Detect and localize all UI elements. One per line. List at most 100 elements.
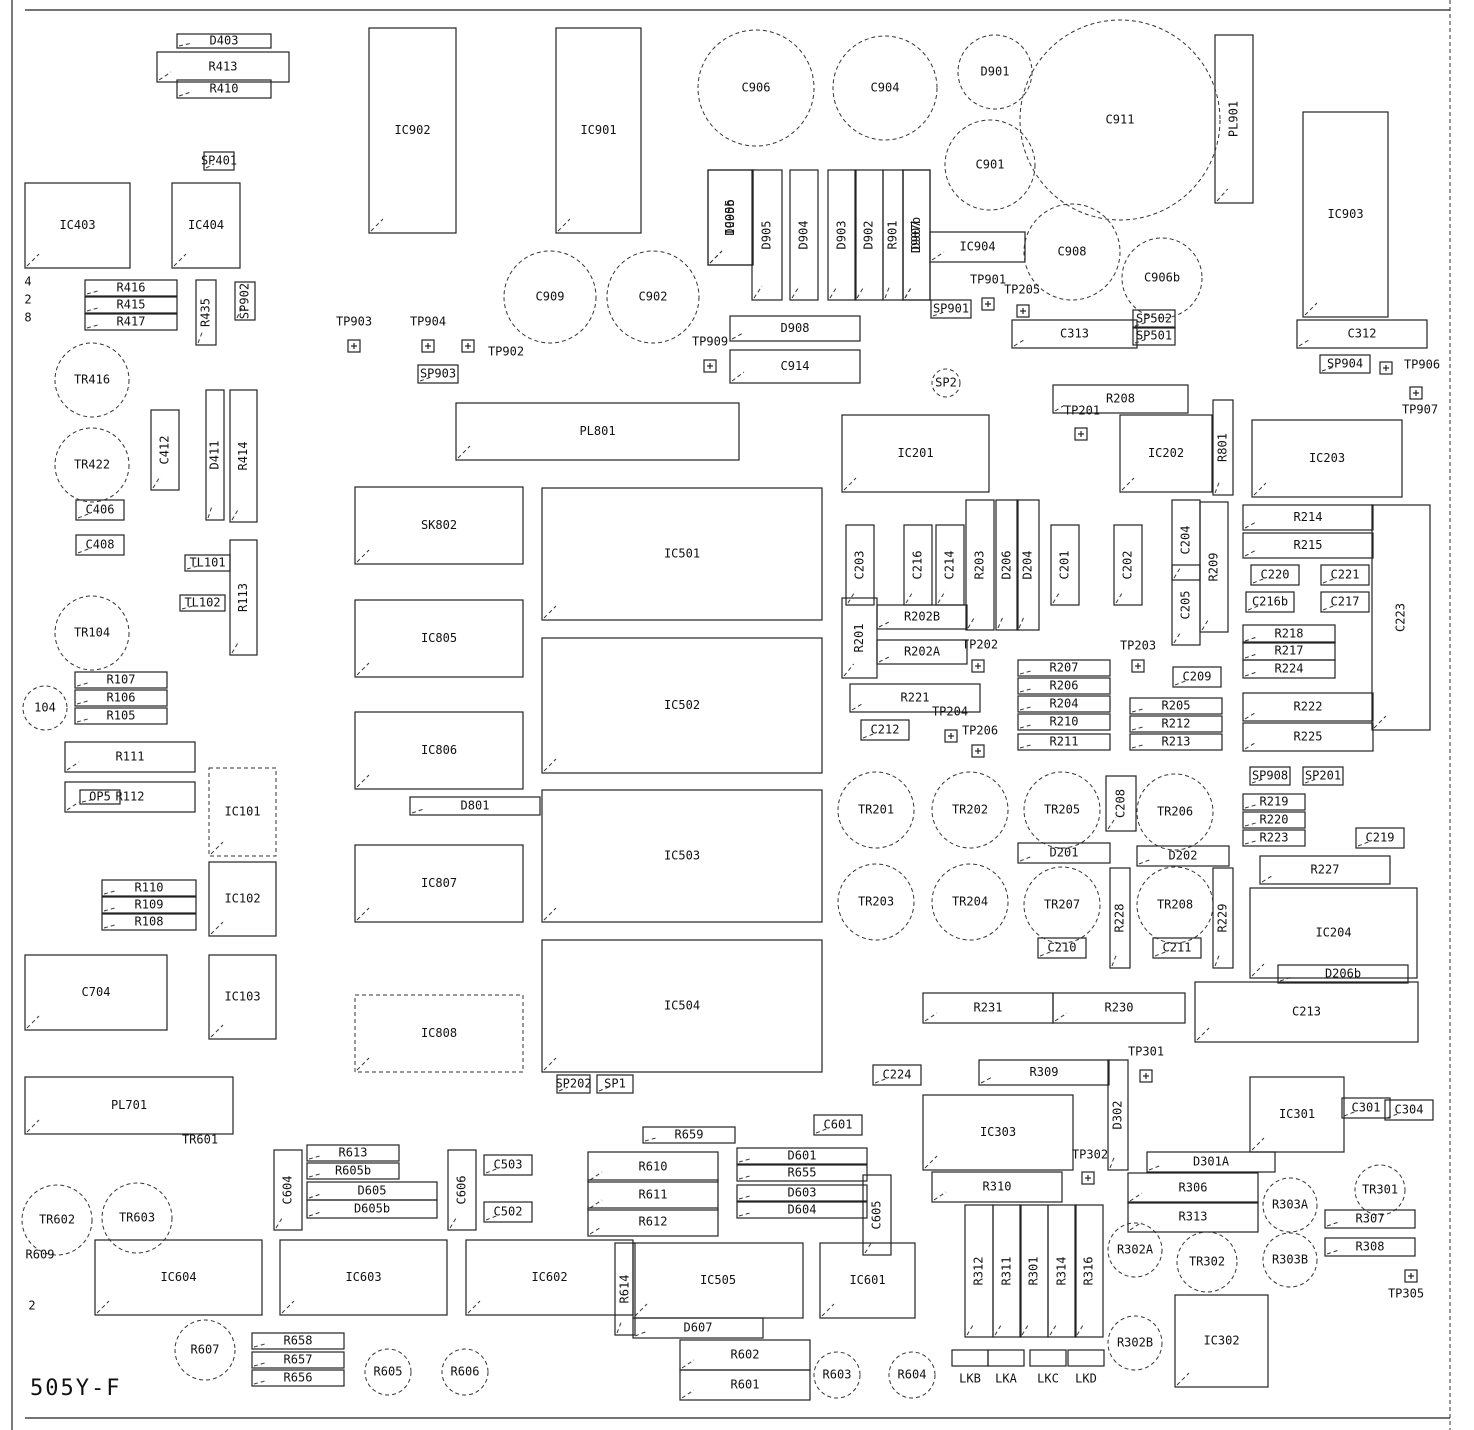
part-c217 bbox=[1320, 591, 1370, 613]
part-r303a bbox=[1262, 1177, 1318, 1233]
pin1-mark-r313 bbox=[1129, 1221, 1143, 1231]
label-ic806: IC806 bbox=[421, 743, 457, 757]
part-r604 bbox=[888, 1351, 936, 1399]
pin1-mark-ic806 bbox=[356, 774, 370, 788]
label-r106: R106 bbox=[107, 691, 136, 705]
part-tr207 bbox=[1023, 866, 1101, 944]
part-ic902 bbox=[368, 27, 457, 234]
pin1-mark-ic805 bbox=[356, 662, 370, 676]
pin1-mark-r312 bbox=[966, 1322, 975, 1336]
label-r206: R206 bbox=[1050, 679, 1079, 693]
pin1-mark-ic403 bbox=[26, 253, 40, 267]
label-r225: R225 bbox=[1294, 730, 1323, 744]
label-d202: D202 bbox=[1169, 849, 1198, 863]
pin1-mark-c301 bbox=[1343, 1110, 1357, 1117]
part-r302a bbox=[1107, 1222, 1163, 1278]
pin1-mark-r220 bbox=[1244, 822, 1258, 827]
label-c502: C502 bbox=[494, 1205, 523, 1219]
part-c209 bbox=[1172, 666, 1222, 688]
part-d603 bbox=[736, 1184, 868, 1202]
part-c219 bbox=[1355, 827, 1405, 849]
part-ic202 bbox=[1119, 414, 1213, 493]
pin1-mark-c220 bbox=[1252, 577, 1266, 584]
part-r107 bbox=[74, 671, 168, 689]
label-r310: R310 bbox=[983, 1180, 1012, 1194]
label-tp909: TP909 bbox=[692, 335, 728, 349]
label-misc-2: 2 bbox=[24, 293, 31, 307]
part-ic903 bbox=[1302, 111, 1389, 318]
pin1-mark-r655 bbox=[738, 1175, 752, 1180]
part-tr203 bbox=[837, 863, 915, 941]
label-r302b: R302B bbox=[1117, 1336, 1153, 1350]
label-r220: R220 bbox=[1260, 813, 1289, 827]
part-r605 bbox=[364, 1348, 412, 1396]
pin1-mark-sp501 bbox=[1134, 338, 1148, 344]
part-ic601 bbox=[819, 1242, 916, 1319]
label-d908: D908 bbox=[781, 321, 810, 335]
label-tr104: TR104 bbox=[74, 626, 110, 640]
label-tr207: TR207 bbox=[1044, 898, 1080, 912]
link-lkd bbox=[1067, 1349, 1105, 1367]
part-d903 bbox=[827, 169, 857, 301]
label-c911: C911 bbox=[1106, 113, 1135, 127]
part-d403 bbox=[176, 33, 272, 49]
label-sp903: SP903 bbox=[420, 367, 456, 381]
label-ic404: IC404 bbox=[188, 218, 224, 232]
label-d301a: D301A bbox=[1193, 1155, 1230, 1169]
pin1-mark-c312 bbox=[1298, 338, 1312, 347]
pin1-mark-r210 bbox=[1019, 724, 1033, 729]
label-c216b: C216b bbox=[1252, 595, 1288, 609]
pin1-mark-r221 bbox=[851, 702, 865, 711]
label-ic203: IC203 bbox=[1309, 451, 1345, 465]
part-sp904 bbox=[1319, 354, 1371, 374]
pin1-mark-c219 bbox=[1357, 840, 1371, 847]
label-lkb: LKB bbox=[959, 1372, 981, 1386]
part-sp902 bbox=[234, 281, 256, 321]
label-tp202: TP202 bbox=[962, 638, 998, 652]
label-r417: R417 bbox=[117, 315, 146, 329]
link-lkb bbox=[951, 1349, 989, 1367]
part-ic301 bbox=[1249, 1076, 1345, 1153]
pin1-mark-sp201 bbox=[1304, 778, 1317, 784]
pin1-mark-tl102 bbox=[181, 605, 195, 610]
part-r215 bbox=[1242, 532, 1374, 559]
pin1-mark-r113 bbox=[231, 640, 240, 654]
label-r217: R217 bbox=[1275, 644, 1304, 658]
label-c301: C301 bbox=[1352, 1101, 1381, 1115]
pin1-mark-c406 bbox=[77, 512, 91, 519]
pin1-mark-d604 bbox=[738, 1212, 752, 1217]
part-r435 bbox=[195, 279, 217, 346]
part-ic203 bbox=[1251, 419, 1403, 498]
pin1-mark-d603 bbox=[738, 1195, 752, 1200]
pin1-mark-d601 bbox=[738, 1158, 752, 1163]
label-tp907: TP907 bbox=[1402, 403, 1438, 417]
part-c213 bbox=[1194, 981, 1419, 1043]
part-c914 bbox=[729, 349, 861, 384]
part-c502 bbox=[483, 1201, 533, 1223]
label-d601: D601 bbox=[788, 1149, 817, 1163]
part-r218 bbox=[1242, 624, 1336, 644]
pin1-mark-sp908 bbox=[1251, 778, 1264, 784]
pin1-mark-ic203 bbox=[1253, 482, 1267, 496]
label-d605b: D605b bbox=[354, 1202, 390, 1216]
label-d206b: D206b bbox=[1325, 967, 1361, 981]
pin1-mark-r308 bbox=[1326, 1249, 1340, 1255]
label-r603: R603 bbox=[823, 1368, 852, 1382]
part-r223 bbox=[1242, 829, 1306, 847]
part-d201 bbox=[1017, 842, 1111, 864]
pin1-mark-ic201 bbox=[843, 477, 857, 491]
part-tr603 bbox=[101, 1182, 173, 1254]
part-d302 bbox=[1107, 1059, 1129, 1171]
label-r605b: R605b bbox=[335, 1164, 371, 1178]
part-d601 bbox=[736, 1147, 868, 1165]
label-c906: C906 bbox=[742, 81, 771, 95]
label-ic101: IC101 bbox=[224, 805, 260, 819]
part-d605b bbox=[306, 1199, 438, 1219]
part-r213 bbox=[1129, 733, 1223, 751]
part-d204 bbox=[1016, 499, 1040, 631]
part-r222 bbox=[1242, 692, 1374, 722]
pin1-mark-d905b bbox=[709, 250, 723, 264]
pin1-mark-r201 bbox=[843, 663, 855, 677]
pin1-mark-c704 bbox=[26, 1015, 40, 1029]
